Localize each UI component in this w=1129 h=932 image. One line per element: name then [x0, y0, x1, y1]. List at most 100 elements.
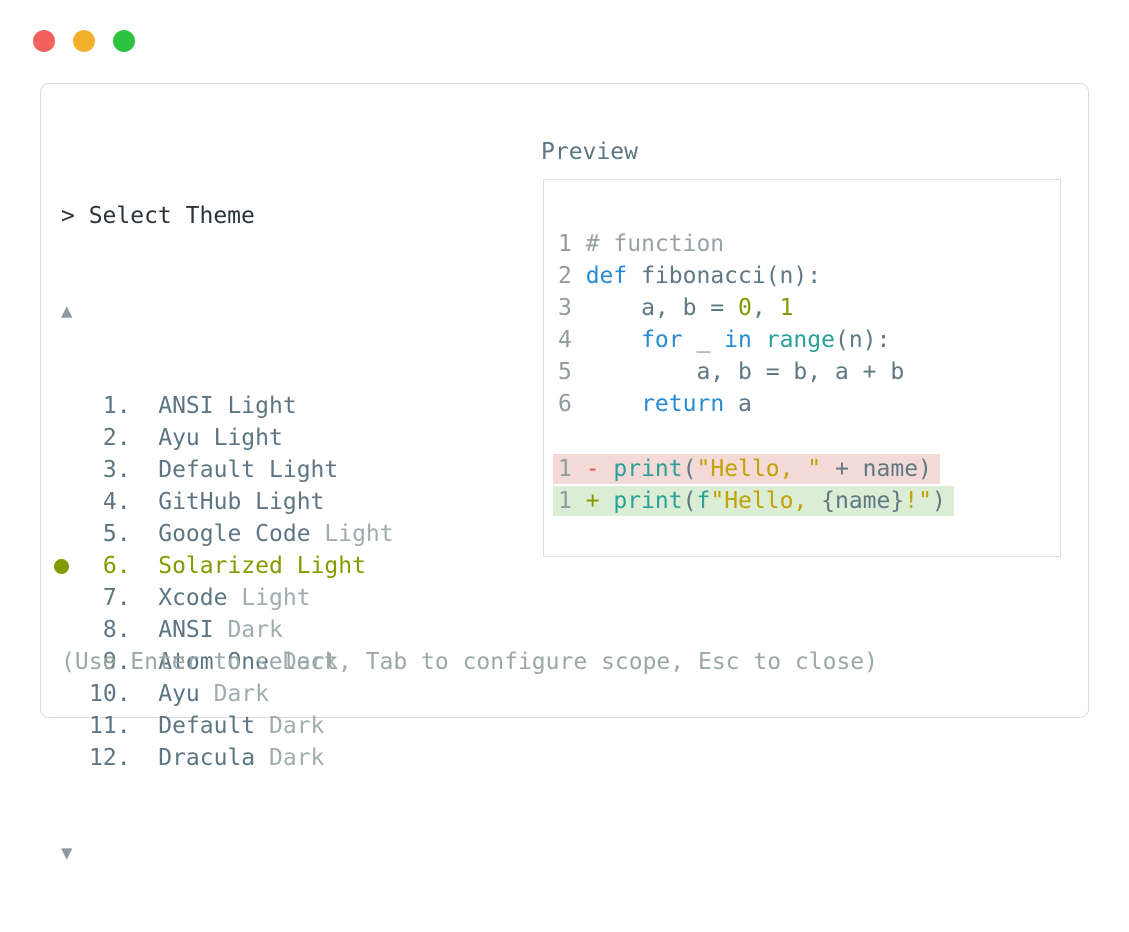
- code-token: "Hello, ": [696, 455, 822, 482]
- code-line: 6 return a: [558, 388, 1060, 420]
- marker-spacer: [61, 454, 89, 486]
- theme-option-10[interactable]: 10. Ayu Dark: [61, 678, 394, 710]
- theme-number: 7.: [89, 585, 131, 611]
- selected-indicator: [54, 550, 89, 582]
- theme-variant: Dark: [227, 617, 283, 643]
- code-token: ,: [751, 295, 780, 321]
- theme-variant: Light: [255, 489, 325, 515]
- marker-spacer: [61, 742, 89, 774]
- theme-number: 10.: [89, 681, 131, 707]
- code-token: ): [931, 487, 946, 514]
- theme-option-8[interactable]: 8. ANSI Dark: [61, 614, 394, 646]
- theme-variant: Light: [296, 553, 366, 579]
- theme-option-11[interactable]: 11. Default Dark: [61, 710, 394, 742]
- line-number: 5: [558, 359, 572, 385]
- code-token: +: [585, 487, 614, 514]
- code-token: !": [904, 487, 932, 514]
- code-token: range: [765, 327, 835, 353]
- code-token: print: [613, 455, 683, 482]
- marker-spacer: [61, 710, 89, 742]
- theme-name: Ayu: [158, 425, 200, 451]
- theme-name: Ayu: [158, 681, 200, 707]
- code-token: in: [724, 327, 752, 353]
- marker-spacer: [61, 678, 89, 710]
- theme-name: ANSI: [158, 617, 214, 643]
- theme-variant: Dark: [282, 649, 339, 675]
- diff-line-removed: 1- print("Hello, " + name): [553, 452, 1060, 484]
- zoom-window-button[interactable]: [113, 30, 135, 52]
- code-token: a, b =: [585, 295, 739, 321]
- code-token: (n):: [834, 327, 891, 353]
- scroll-down-icon[interactable]: ▼: [61, 842, 73, 864]
- theme-option-6[interactable]: 6. Solarized Light: [54, 550, 394, 582]
- code-line: 3 a, b = 0, 1: [558, 292, 1060, 324]
- scroll-up-icon[interactable]: ▲: [61, 300, 73, 322]
- theme-variant: Dark: [213, 681, 269, 707]
- theme-name: Atom One: [158, 649, 269, 675]
- theme-number: 3.: [89, 457, 131, 483]
- marker-spacer: [61, 582, 89, 614]
- code-line: 1# function: [558, 228, 1060, 260]
- theme-name: Default: [158, 713, 256, 739]
- theme-number: 11.: [89, 713, 131, 739]
- line-number: 1: [558, 455, 572, 482]
- code-token: return: [641, 391, 725, 417]
- theme-name: Default: [158, 457, 256, 483]
- code-token: _: [682, 327, 725, 353]
- theme-variant: Light: [324, 521, 394, 547]
- line-number: 2: [558, 263, 572, 289]
- code-token: [752, 327, 766, 353]
- theme-number: 1.: [89, 393, 131, 419]
- code-token: [586, 391, 641, 417]
- code-token: {name}: [821, 487, 905, 514]
- code-token: # function: [585, 231, 725, 257]
- code-token: "Hello,: [710, 487, 822, 514]
- theme-number: 9.: [89, 649, 131, 675]
- theme-variant: Dark: [269, 713, 325, 739]
- code-token: a: [724, 391, 752, 417]
- theme-option-5[interactable]: 5. Google Code Light: [61, 518, 394, 550]
- code-token: fibonacci(n):: [627, 263, 822, 289]
- theme-variant: Light: [213, 425, 283, 451]
- theme-option-12[interactable]: 12. Dracula Dark: [61, 742, 394, 774]
- code-token: (: [682, 455, 697, 482]
- marker-spacer: [61, 518, 89, 550]
- theme-number: 8.: [89, 617, 131, 643]
- marker-spacer: [61, 422, 89, 454]
- marker-spacer: [61, 486, 89, 518]
- line-number: 6: [558, 391, 572, 417]
- theme-variant: Light: [241, 585, 311, 611]
- selected-dot-icon: [54, 558, 69, 574]
- theme-name: Google Code: [158, 521, 311, 547]
- theme-name: Dracula: [158, 745, 256, 771]
- theme-number: 5.: [89, 521, 131, 547]
- theme-number: 12.: [89, 745, 131, 771]
- code-line: 2 def fibonacci(n):: [558, 260, 1060, 292]
- preview-label: Preview: [541, 139, 638, 165]
- code-token: [586, 327, 641, 353]
- theme-option-9[interactable]: 9. Atom One Dark: [61, 646, 394, 678]
- theme-variant: Dark: [269, 745, 325, 771]
- help-text: (Use Enter to select, Tab to configure s…: [61, 649, 878, 675]
- minimize-window-button[interactable]: [73, 30, 95, 52]
- close-window-button[interactable]: [33, 30, 55, 52]
- theme-option-1[interactable]: 1. ANSI Light: [61, 390, 394, 422]
- theme-name: ANSI: [158, 393, 214, 419]
- code-token: 1: [779, 295, 794, 321]
- theme-number: 6.: [89, 553, 131, 579]
- line-number: 1: [558, 487, 572, 514]
- theme-name: Solarized: [158, 553, 283, 579]
- select-theme-prompt: > Select Theme: [61, 203, 255, 229]
- code-token: def: [585, 263, 628, 289]
- code-token: f: [696, 487, 711, 514]
- code-token: -: [585, 455, 614, 482]
- code-line: 4 for _ in range(n):: [558, 324, 1060, 356]
- theme-variant: Light: [227, 393, 297, 419]
- code-token: + name): [821, 455, 932, 482]
